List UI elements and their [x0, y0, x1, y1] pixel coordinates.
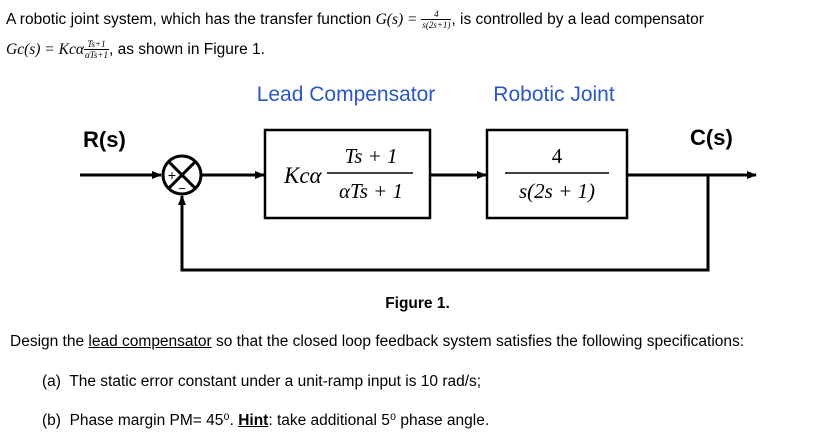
gc-comma: ,: [108, 41, 114, 58]
intro-text: A robotic joint system, which has the tr…: [6, 11, 376, 28]
spec-b: (b) Phase margin PM= 45⁰. Hint: take add…: [42, 411, 489, 430]
hint-text: : take additional 5⁰ phase angle.: [268, 412, 490, 429]
plant-denominator: s(2s + 1): [519, 179, 595, 203]
question-suffix: so that the closed loop feedback system …: [211, 333, 745, 350]
summing-junction: + −: [161, 154, 203, 196]
g-denominator: s(2s+1): [422, 20, 451, 31]
problem-intro: A robotic joint system, which has the tr…: [6, 5, 704, 65]
gc-label: Gc(s) = Kcα: [6, 41, 84, 58]
figure-caption: Figure 1.: [385, 295, 450, 312]
robotic-joint-label: Robotic Joint: [493, 83, 615, 106]
spec-marker: (a): [42, 373, 61, 390]
spec-a: (a) The static error constant under a un…: [42, 373, 481, 391]
sum-plus-sign: +: [168, 167, 176, 183]
lead-compensator-term: lead compensator: [88, 333, 212, 350]
intro-line-2-text: as shown in Figure 1.: [113, 41, 265, 58]
g-label: G(s) =: [375, 11, 422, 28]
gc-numerator: Ts+1: [84, 39, 109, 51]
gc-denominator: αTs+1: [85, 50, 108, 61]
g-numerator: 4: [421, 9, 452, 21]
g-comma: ,: [451, 11, 456, 28]
input-label: R(s): [83, 127, 126, 152]
spec-marker: (b): [42, 412, 61, 429]
plant-numerator: 4: [552, 144, 563, 168]
lead-denominator: αTs + 1: [339, 179, 403, 203]
lead-numerator: Ts + 1: [344, 144, 397, 168]
block-diagram: Lead Compensator Robotic Joint R(s) C(s)…: [80, 83, 757, 272]
lead-compensator-block: Kcα Ts + 1 αTs + 1: [263, 128, 432, 220]
question-prefix: Design the: [10, 333, 89, 350]
spec-text: The static error constant under a unit-r…: [69, 373, 482, 390]
lead-gain: Kcα: [283, 163, 323, 188]
intro-line-1: A robotic joint system, which has the tr…: [6, 5, 704, 35]
feedback-path: [178, 175, 710, 272]
robotic-joint-block: 4 s(2s + 1): [485, 128, 629, 220]
hint-label: Hint: [238, 412, 269, 429]
output-label: C(s): [690, 125, 733, 150]
sum-minus-sign: −: [178, 181, 186, 196]
lead-compensator-label: Lead Compensator: [257, 83, 436, 106]
design-question: Design the lead compensator so that the …: [10, 333, 744, 351]
intro-text-end: is controlled by a lead compensator: [455, 11, 704, 28]
spec-text: Phase margin PM= 45⁰.: [69, 412, 239, 429]
